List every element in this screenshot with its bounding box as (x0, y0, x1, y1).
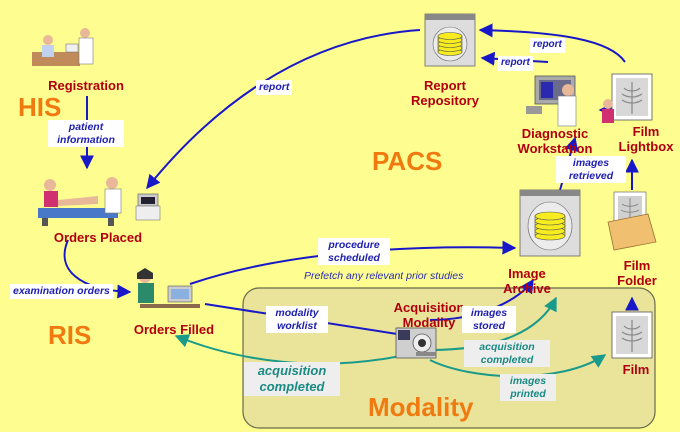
film-folder-icon (607, 191, 657, 251)
images-stored-label: images stored (462, 306, 516, 333)
radiologist-workstation-icon (526, 75, 577, 127)
patient-information-label: patient information (48, 120, 124, 147)
xray-film-icon (611, 311, 653, 359)
disk-storage-icon (519, 189, 581, 257)
clerk-computer-icon (137, 268, 200, 308)
report-edge-label-top: report (530, 38, 565, 53)
arrow-acq-completed-to-archive (429, 296, 557, 351)
film-folder-label: Film Folder (617, 258, 657, 288)
modality-label: Modality (368, 392, 474, 422)
disk-storage-icon (424, 13, 476, 67)
report-edge-label: report (256, 80, 293, 95)
report-edge-label-mid: report (498, 56, 533, 71)
his-label: HIS (18, 92, 62, 122)
registration-desk-icon (32, 28, 94, 66)
modality-worklist-label: modality worklist (266, 306, 328, 333)
patient-exam-icon (38, 177, 161, 226)
acquisition-completed-label-left: acquisition completed (244, 362, 340, 396)
film-lightbox-label: Film Lightbox (618, 124, 674, 154)
acquisition-modality-label: Acquisition Modality (393, 300, 465, 330)
report-repository-label: Report Repository (411, 78, 479, 108)
orders-placed-label: Orders Placed (53, 230, 143, 245)
prefetch-note: Prefetch any relevant prior studies (304, 270, 464, 282)
arrow-orders-placed-to-filled (63, 239, 132, 299)
orders-filled-label: Orders Filled (133, 322, 215, 337)
film-label: Film (622, 362, 650, 377)
arrow-lightbox-to-repository (478, 23, 626, 63)
xray-film-icon (602, 73, 653, 123)
images-printed-label: images printed (500, 374, 556, 401)
images-retrieved-label: images retrieved (556, 156, 626, 183)
acquisition-completed-label: acquisition completed (464, 340, 550, 367)
image-archive-label: Image Archive (503, 266, 551, 296)
procedure-scheduled-label: procedure scheduled (318, 238, 390, 265)
arrow-acq-completed-to-filled (174, 334, 401, 365)
ris-label: RIS (48, 320, 92, 350)
examination-orders-label: examination orders (10, 284, 113, 299)
registration-label: Registration (48, 78, 124, 93)
pacs-label: PACS (372, 146, 443, 176)
diagnostic-workstation-label: Diagnostic Workstation (517, 126, 593, 156)
ct-scanner-icon (395, 327, 437, 359)
